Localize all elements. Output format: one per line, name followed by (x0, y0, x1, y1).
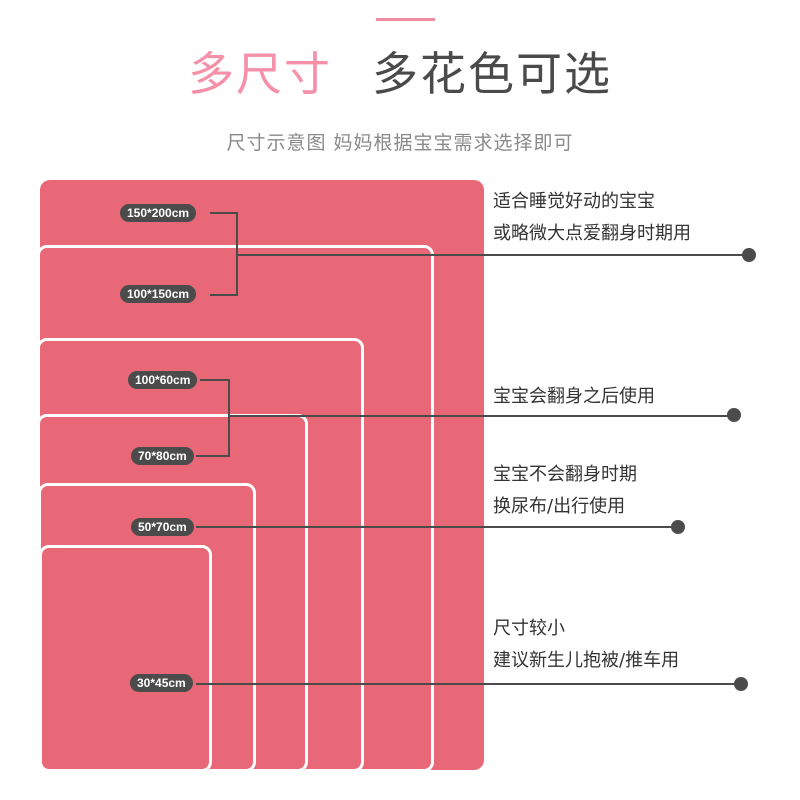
size-description: 宝宝不会翻身时期 换尿布/出行使用 (493, 459, 637, 523)
connector-dot (727, 408, 741, 422)
subtitle: 尺寸示意图 妈妈根据宝宝需求选择即可 (226, 132, 574, 154)
description-line: 适合睡觉好动的宝宝 (493, 191, 655, 212)
description-line: 宝宝不会翻身时期 (493, 464, 637, 485)
connector-line (196, 455, 230, 457)
size-label: 150*200cm (120, 204, 197, 222)
size-label: 50*70cm (131, 518, 194, 536)
size-label: 70*80cm (131, 447, 194, 465)
connector-dot (671, 520, 685, 534)
headline-highlight: 多尺寸 (188, 47, 332, 101)
description-line: 尺寸较小 (493, 618, 565, 639)
connector-line (236, 254, 749, 256)
size-label: 100*60cm (128, 371, 198, 389)
top-accent-bar (376, 18, 435, 21)
headline: 多尺寸多花色可选 (0, 44, 800, 104)
size-description: 宝宝会翻身之后使用 (493, 381, 655, 413)
description-line: 宝宝会翻身之后使用 (493, 386, 655, 407)
size-rect-30x45 (39, 545, 212, 772)
connector-line (210, 294, 237, 296)
headline-main: 多花色可选 (372, 47, 612, 101)
size-label: 30*45cm (130, 674, 193, 692)
description-line: 换尿布/出行使用 (493, 496, 626, 517)
description-line: 或略微大点爱翻身时期用 (493, 223, 691, 244)
connector-line (210, 212, 237, 214)
description-line: 建议新生儿抱被/推车用 (493, 650, 680, 671)
connector-line (228, 379, 230, 457)
connector-line (200, 379, 230, 381)
connector-line (228, 415, 734, 417)
connector-dot (734, 677, 748, 691)
connector-line (196, 683, 741, 685)
connector-dot (742, 248, 756, 262)
connector-line (196, 526, 678, 528)
size-label: 100*150cm (120, 285, 197, 303)
size-description: 尺寸较小 建议新生儿抱被/推车用 (493, 613, 679, 677)
size-description: 适合睡觉好动的宝宝 或略微大点爱翻身时期用 (493, 186, 691, 250)
